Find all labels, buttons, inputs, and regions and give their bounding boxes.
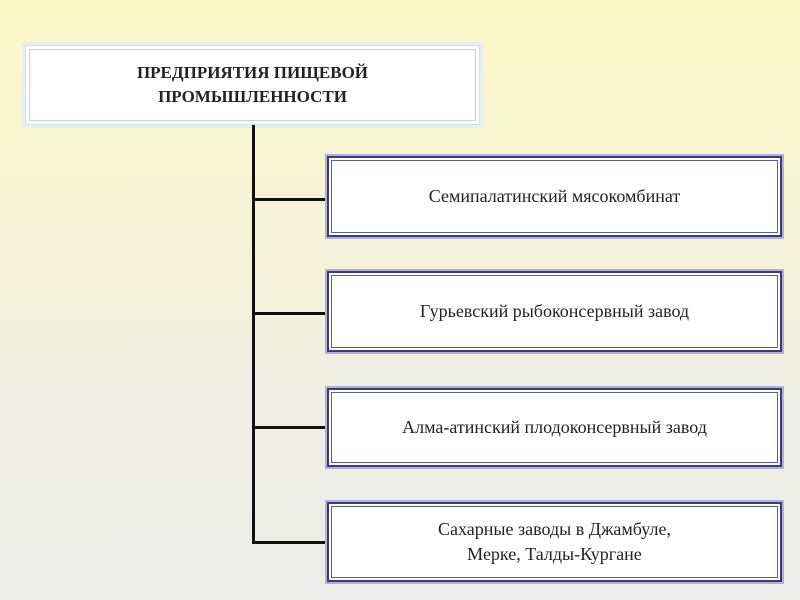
branch-connector-2	[252, 312, 327, 315]
child-label-line1: Сахарные заводы в Джамбуле,	[438, 519, 671, 539]
child-label: Гурьевский рыбоконсервный завод	[419, 301, 690, 321]
branch-connector-4	[252, 541, 327, 544]
trunk-connector	[252, 125, 255, 543]
child-node-meat-plant: Семипалатинский мясокомбинат	[327, 156, 782, 237]
child-label: Семипалатинский мясокомбинат	[428, 186, 681, 206]
child-label: Алма-атинский плодоконсервный завод	[402, 417, 707, 437]
branch-connector-1	[252, 198, 327, 201]
root-node: ПРЕДПРИЯТИЯ ПИЩЕВОЙ ПРОМЫШЛЕННОСТИ	[22, 42, 483, 128]
root-title-line1: ПРЕДПРИЯТИЯ ПИЩЕВОЙ	[136, 63, 369, 82]
child-label-line2: Мерке, Талды-Кургане	[467, 544, 642, 564]
child-node-fruit-cannery: Алма-атинский плодоконсервный завод	[327, 388, 782, 467]
branch-connector-3	[252, 426, 327, 429]
root-title-line2: ПРОМЫШЛЕННОСТИ	[158, 87, 347, 106]
child-node-sugar-plants: Сахарные заводы в Джамбуле, Мерке, Талды…	[327, 502, 782, 582]
child-node-fish-cannery: Гурьевский рыбоконсервный завод	[327, 271, 782, 352]
